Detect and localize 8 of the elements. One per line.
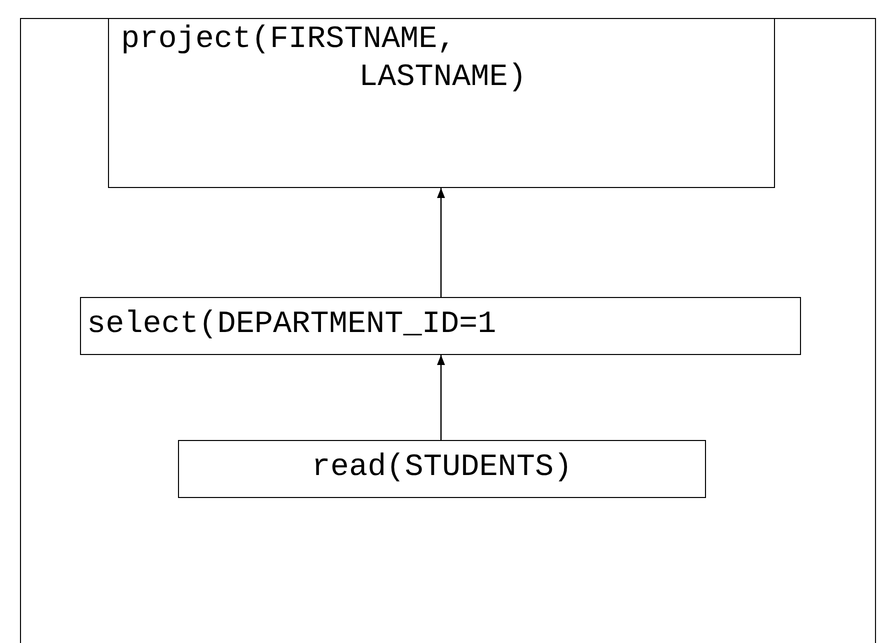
node-label: project(FIRSTNAME, LASTNAME) [121,21,528,97]
node-label: read(STUDENTS) [310,449,574,487]
process-box [178,440,706,498]
process-box [108,18,775,188]
arrow [437,355,445,440]
node-label: select(DEPARTMENT_ID=1 [87,306,496,344]
process-box [80,297,801,355]
arrow [437,188,445,297]
